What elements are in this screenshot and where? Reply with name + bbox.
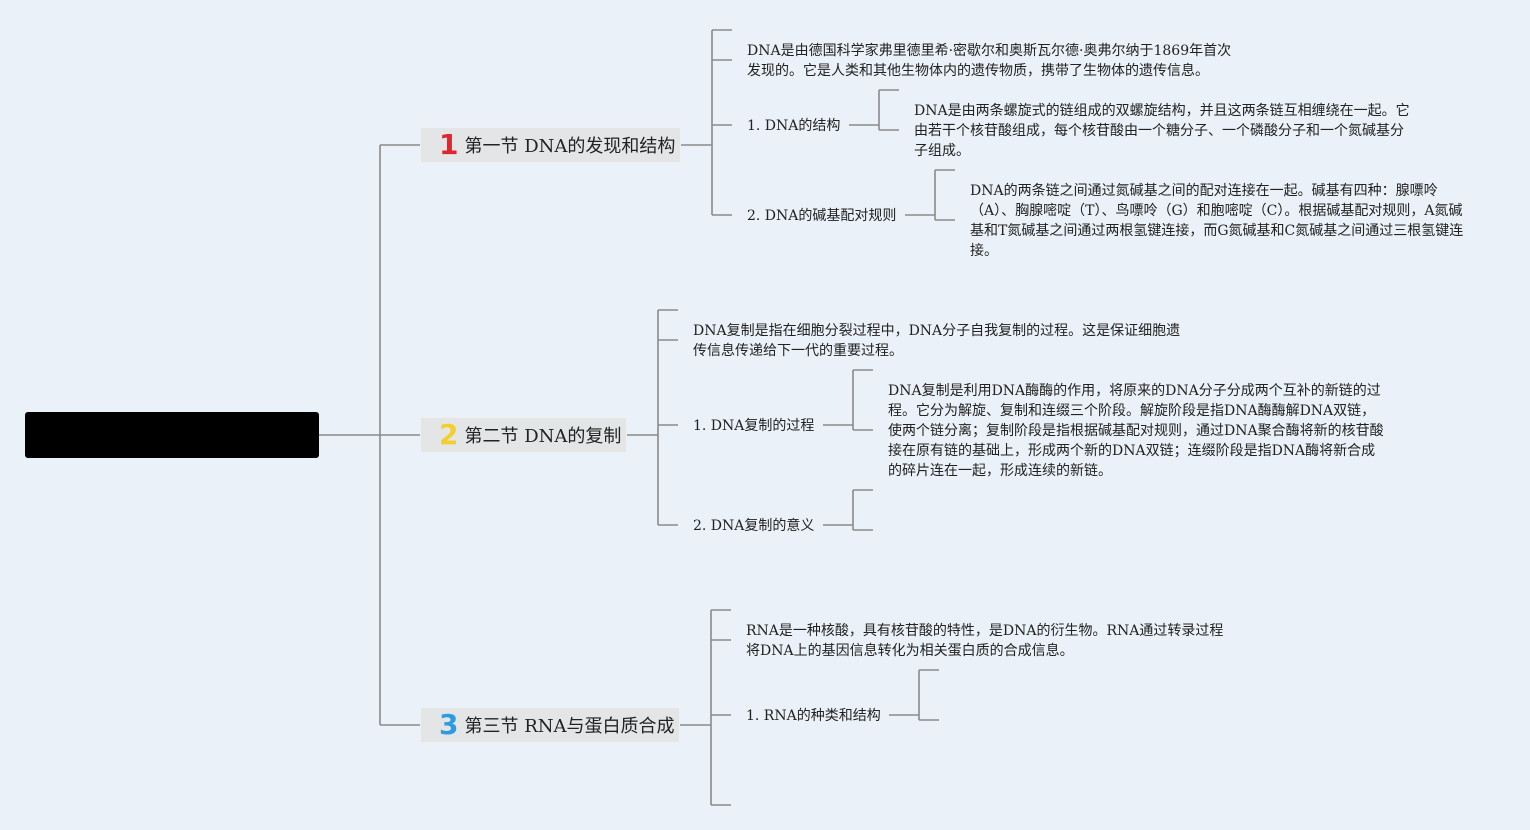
section-1-sub-2-label[interactable]: 2. DNA的碱基配对规则 — [747, 208, 897, 224]
number-2-badge: 2 — [439, 418, 459, 451]
section-3-intro: RNA是一种核酸，具有核苷酸的特性，是DNA的衍生物。RNA通过转录过程将DNA… — [746, 623, 1224, 659]
section-2-sub-1-label[interactable]: 1. DNA复制的过程 — [693, 418, 815, 434]
section-2-sub-1-detail: DNA复制是利用DNA酶酶的作用，将原来的DNA分子分成两个互补的新链的过程。它… — [888, 383, 1384, 479]
section-1-title: 第一节 DNA的发现和结构 — [464, 136, 676, 157]
root-topic-redacted[interactable] — [25, 412, 319, 458]
section-2-sub-2-label[interactable]: 2. DNA复制的意义 — [693, 518, 815, 534]
section-3-sub-1-label[interactable]: 1. RNA的种类和结构 — [746, 708, 881, 724]
section-2-title: 第二节 DNA的复制 — [464, 426, 622, 447]
section-2-intro: DNA复制是指在细胞分裂过程中，DNA分子自我复制的过程。这是保证细胞遗传信息传… — [693, 323, 1181, 359]
section-1-intro: DNA是由德国科学家弗里德里希·密歇尔和奥斯瓦尔德·奥弗尔纳于1869年首次发现… — [747, 43, 1232, 79]
section-1-sub-2-detail: DNA的两条链之间通过氮碱基之间的配对连接在一起。碱基有四种：腺嘌呤（A）、胸腺… — [970, 183, 1464, 259]
section-3-title: 第三节 RNA与蛋白质合成 — [464, 716, 675, 737]
section-1-topic[interactable]: 1 第一节 DNA的发现和结构 — [420, 127, 681, 163]
number-3-badge: 3 — [439, 708, 459, 741]
section-2-topic[interactable]: 2 第二节 DNA的复制 — [420, 417, 627, 453]
section-3-topic[interactable]: 3 第三节 RNA与蛋白质合成 — [420, 707, 680, 743]
section-1-sub-1-label[interactable]: 1. DNA的结构 — [747, 118, 841, 134]
number-1-badge: 1 — [439, 128, 459, 161]
section-1-sub-1-detail: DNA是由两条螺旋式的链组成的双螺旋结构，并且这两条链互相缠绕在一起。它由若干个… — [914, 103, 1410, 159]
